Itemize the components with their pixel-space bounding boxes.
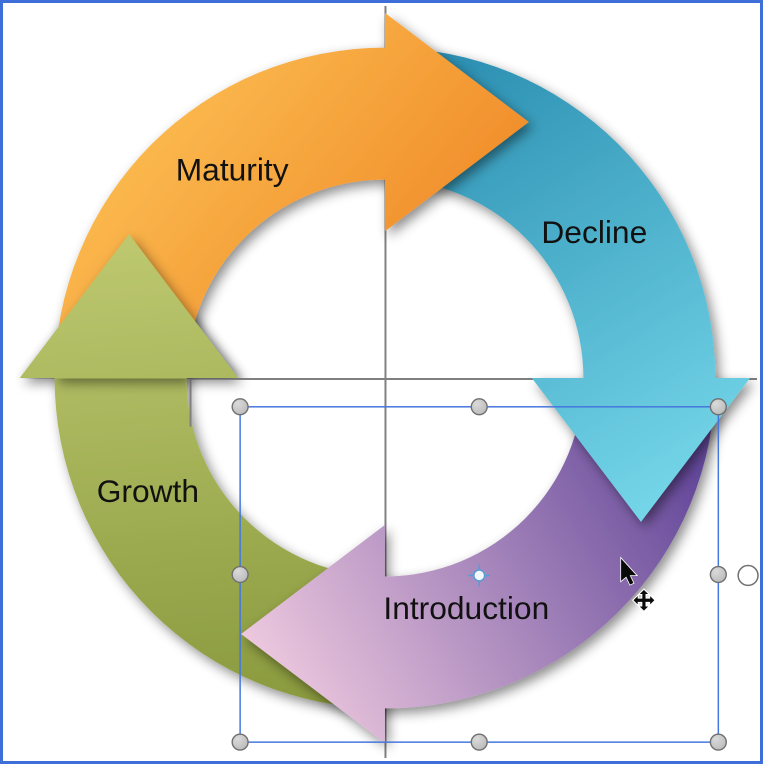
selection-handles [231,398,727,751]
handle-bottom-middle[interactable] [470,733,488,751]
label-decline: Decline [541,214,647,250]
mouse-cursor [620,556,656,613]
handle-middle-left[interactable] [231,565,249,584]
handle-bottom-left[interactable] [231,733,249,751]
handle-top-left[interactable] [231,398,249,416]
handle-top-right[interactable] [709,398,727,416]
arrow-introduction[interactable] [241,378,716,744]
label-maturity: Maturity [176,152,289,188]
arrow-maturity[interactable] [54,12,529,379]
arrow-pointer-icon [620,556,639,586]
label-growth: Growth [97,473,199,509]
handle-bottom-right[interactable] [709,733,727,751]
arrow-decline[interactable] [384,47,751,522]
open-circle-handle[interactable] [737,564,759,587]
label-introduction: Introduction [383,590,549,626]
cycle-diagram: Maturity Decline Introduction Growth [19,5,759,759]
move-crosshair-icon [631,588,656,613]
handle-middle-right[interactable] [709,565,727,584]
selection-center-marker [468,564,491,587]
handle-top-middle[interactable] [470,398,488,416]
